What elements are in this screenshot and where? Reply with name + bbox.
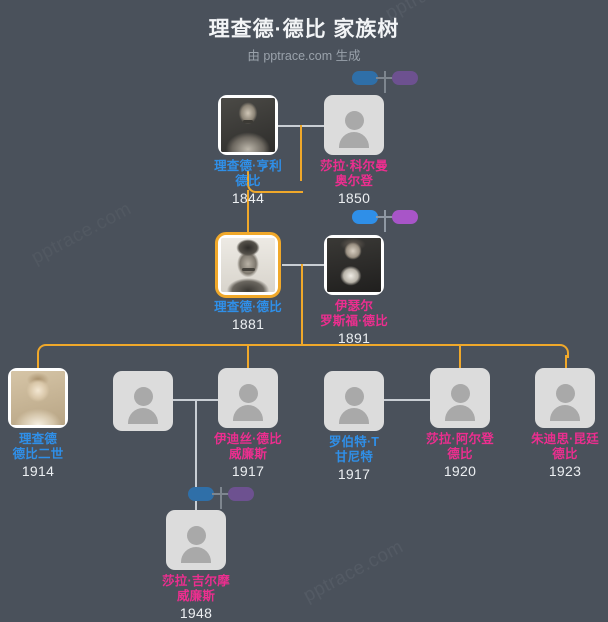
avatar-placeholder-icon — [166, 510, 226, 570]
person-node-ethel-roosevelt[interactable]: 伊瑟尔 罗斯福·德比 1891 — [309, 235, 399, 347]
marriage-pill-female-icon — [228, 487, 254, 501]
generation-connector — [195, 399, 197, 510]
portrait-photo — [221, 98, 275, 152]
sibling-connector — [565, 355, 567, 368]
page-title: 理查德·德比 家族树 — [208, 18, 400, 41]
marriage-stem-icon — [384, 71, 386, 93]
avatar-placeholder-icon — [324, 371, 384, 431]
marriage-pill-male-icon — [352, 210, 378, 224]
page-subtitle: 由 pptrace.com 生成 — [247, 49, 361, 63]
person-year: 1914 — [21, 463, 55, 479]
person-photo-card[interactable] — [113, 371, 173, 431]
person-photo-card[interactable] — [324, 371, 384, 431]
person-year: 1917 — [231, 463, 265, 479]
person-name: 朱迪思·昆廷 德比 — [531, 432, 599, 461]
generation-connector — [301, 264, 303, 346]
sibling-connector — [247, 345, 249, 368]
marriage-indicator — [352, 68, 418, 98]
person-photo-card[interactable] — [324, 95, 384, 155]
marriage-pill-male-icon — [352, 71, 378, 85]
avatar-placeholder-icon — [113, 371, 173, 431]
person-node-sarah-gilmore[interactable]: 莎拉·吉尔摩 威廉斯 1948 — [151, 510, 241, 622]
person-photo-card[interactable] — [535, 368, 595, 428]
marriage-stem-icon — [384, 210, 386, 232]
person-photo-card[interactable] — [430, 368, 490, 428]
person-photo-card[interactable] — [218, 368, 278, 428]
sibling-connector — [459, 345, 461, 368]
person-name: 伊瑟尔 罗斯福·德比 — [320, 299, 388, 328]
marriage-pill-female-icon — [392, 210, 418, 224]
marriage-bar-icon — [212, 493, 230, 495]
avatar-placeholder-icon — [324, 95, 384, 155]
avatar-placeholder-icon — [430, 368, 490, 428]
watermark: pptrace.com — [300, 536, 408, 607]
watermark: pptrace.com — [28, 198, 136, 269]
person-node-richard-derby-ii[interactable]: 理查德 德比二世 1914 — [0, 368, 83, 480]
person-name: 理查德·亨利 德比 — [214, 159, 282, 188]
person-year: 1891 — [337, 330, 371, 346]
person-year: 1850 — [337, 190, 371, 206]
sibling-connector — [37, 344, 51, 358]
person-name: 罗伯特·T 甘尼特 — [328, 435, 380, 464]
person-year: 1844 — [231, 190, 265, 206]
person-photo-card[interactable] — [324, 235, 384, 295]
person-photo-card-selected[interactable] — [215, 232, 281, 298]
person-year: 1920 — [443, 463, 477, 479]
person-node-robert-gannett[interactable]: 罗伯特·T 甘尼特 1917 — [309, 371, 399, 483]
page-header: 理查德·德比 家族树 由 pptrace.com 生成 — [0, 16, 608, 66]
person-node-richard-derby[interactable]: 理查德·德比 1881 — [203, 232, 293, 333]
sibling-connector — [555, 344, 569, 358]
person-node-sarah-alden[interactable]: 莎拉·阿尔登 德比 1920 — [415, 368, 505, 480]
person-name: 莎拉·吉尔摩 威廉斯 — [162, 574, 230, 603]
generation-connector — [300, 125, 302, 181]
person-name: 伊迪丝·德比 威廉斯 — [214, 432, 282, 461]
marriage-pill-male-icon — [188, 487, 214, 501]
person-node-edith-spouse[interactable] — [98, 371, 188, 435]
person-node-richard-henry[interactable]: 理查德·亨利 德比 1844 — [203, 95, 293, 207]
person-node-judith-quentin[interactable]: 朱迪思·昆廷 德比 1923 — [520, 368, 608, 480]
person-photo-card[interactable] — [218, 95, 278, 155]
person-year: 1948 — [179, 605, 213, 621]
marriage-bar-icon — [376, 77, 394, 79]
person-node-edith-derby[interactable]: 伊迪丝·德比 威廉斯 1917 — [203, 368, 293, 480]
person-name: 理查德 德比二世 — [12, 432, 64, 461]
portrait-photo — [11, 371, 65, 425]
person-photo-card[interactable] — [8, 368, 68, 428]
person-node-sarah-coleman[interactable]: 莎拉·科尔曼 奥尔登 1850 — [309, 95, 399, 207]
portrait-photo — [221, 238, 275, 292]
marriage-pill-female-icon — [392, 71, 418, 85]
sibling-connector — [37, 355, 39, 368]
portrait-photo — [327, 238, 381, 292]
marriage-stem-icon — [220, 487, 222, 509]
avatar-placeholder-icon — [535, 368, 595, 428]
avatar-placeholder-icon — [218, 368, 278, 428]
marriage-bar-icon — [376, 216, 394, 218]
sibling-bus — [47, 344, 557, 346]
person-photo-card[interactable] — [166, 510, 226, 570]
marriage-indicator — [352, 207, 418, 237]
person-name: 莎拉·阿尔登 德比 — [426, 432, 494, 461]
person-year: 1923 — [548, 463, 582, 479]
person-name: 莎拉·科尔曼 奥尔登 — [320, 159, 388, 188]
person-year: 1917 — [337, 466, 371, 482]
person-year: 1881 — [231, 316, 265, 332]
person-name: 理查德·德比 — [214, 300, 282, 314]
